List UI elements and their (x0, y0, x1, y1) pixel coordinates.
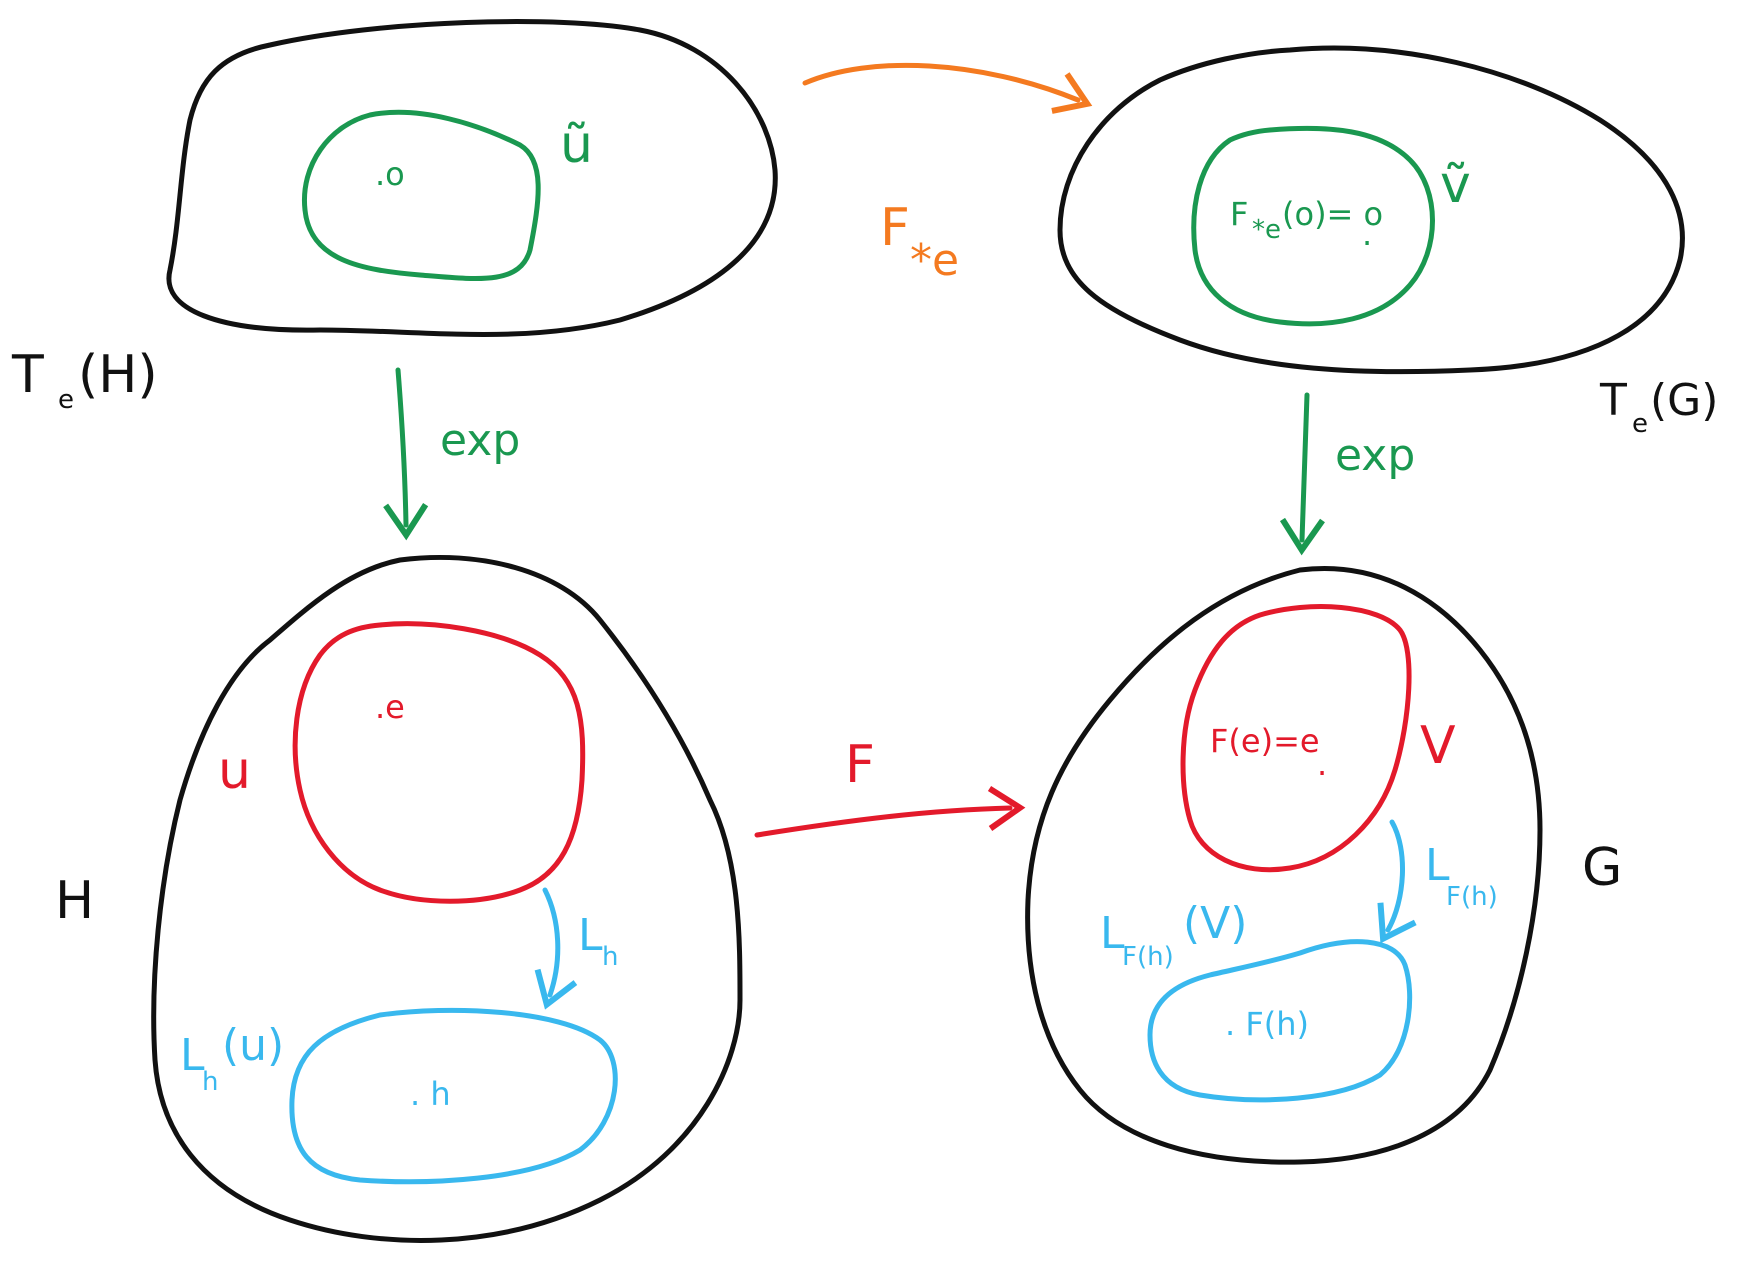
tangent-space-h-outline (166, 19, 778, 337)
svg-text:(G): (G) (1650, 375, 1718, 426)
svg-text:L: L (1100, 908, 1125, 959)
point-fh-label: . F(h) (1225, 1005, 1309, 1043)
homomorphism-f-label: F (845, 735, 875, 795)
pushforward-arrow (802, 62, 1093, 114)
svg-text:F(e)=e: F(e)=e (1210, 722, 1320, 760)
svg-text:h: h (202, 1067, 218, 1097)
set-lfh-v-label: L F(h) (V) (1100, 898, 1247, 972)
point-o-label: .o (375, 155, 405, 193)
left-translation-arrow-g (1377, 819, 1417, 944)
svg-text:.: . (1317, 745, 1327, 783)
group-g-label: G (1582, 838, 1622, 898)
homomorphism-f-arrow (754, 785, 1026, 838)
left-translation-arrow-h (534, 887, 578, 1010)
tangent-space-h-label: T e (H) (11, 345, 158, 415)
svg-text:L: L (1425, 840, 1450, 891)
svg-text:T: T (1599, 375, 1627, 426)
tangent-space-g-label: T e (G) (1599, 375, 1718, 439)
set-u-label: u (218, 741, 251, 801)
svg-text:F(h): F(h) (1122, 942, 1174, 972)
point-h-label: . h (410, 1075, 451, 1113)
exp-label-left: exp (440, 415, 520, 466)
svg-text:F: F (1230, 195, 1248, 233)
group-g-outline (1025, 566, 1543, 1165)
set-v-label: V (1420, 716, 1456, 776)
set-lh-u-label: L h (u) (180, 1020, 284, 1097)
svg-text:(o)= o: (o)= o (1282, 195, 1383, 233)
set-v-tilde-outline (1191, 125, 1435, 327)
left-translation-label-h: L h (578, 910, 618, 972)
exp-arrow-right (1279, 392, 1325, 556)
svg-text:F: F (880, 198, 910, 258)
set-v-tilde-label: ṽ (1440, 155, 1471, 215)
svg-text:*e: *e (910, 235, 959, 286)
set-u-tilde-label: ũ (560, 115, 593, 175)
svg-text:e: e (1632, 409, 1648, 439)
set-v-outline (1180, 604, 1412, 873)
pushforward-label: F *e (880, 198, 959, 286)
set-u-tilde-outline (301, 109, 541, 282)
svg-text:F(h): F(h) (1446, 882, 1498, 912)
set-u-outline (292, 621, 586, 904)
svg-text:L: L (578, 910, 603, 961)
svg-text:T: T (11, 345, 44, 405)
point-pushforward-zero-label: F *e (o)= o . (1230, 195, 1383, 253)
svg-text:(u): (u) (222, 1020, 284, 1071)
left-translation-label-g: L F(h) (1425, 840, 1498, 912)
svg-text:e: e (58, 385, 74, 415)
svg-text:.: . (1362, 215, 1372, 253)
svg-text:(V): (V) (1183, 898, 1247, 949)
svg-text:(H): (H) (78, 345, 158, 405)
exp-label-right: exp (1335, 430, 1415, 481)
set-lh-u-outline (289, 1007, 618, 1185)
point-f-e-label: F(e)=e . (1210, 722, 1327, 783)
set-lfh-v-outline (1147, 939, 1413, 1103)
svg-text:L: L (180, 1030, 205, 1081)
group-h-label: H (55, 871, 94, 931)
svg-text:h: h (602, 942, 618, 972)
group-h-outline (151, 555, 743, 1243)
exp-arrow-left (383, 367, 429, 541)
point-e-label: .e (375, 688, 405, 726)
svg-text:*e: *e (1252, 215, 1281, 245)
tangent-space-g-outline (1057, 45, 1685, 375)
